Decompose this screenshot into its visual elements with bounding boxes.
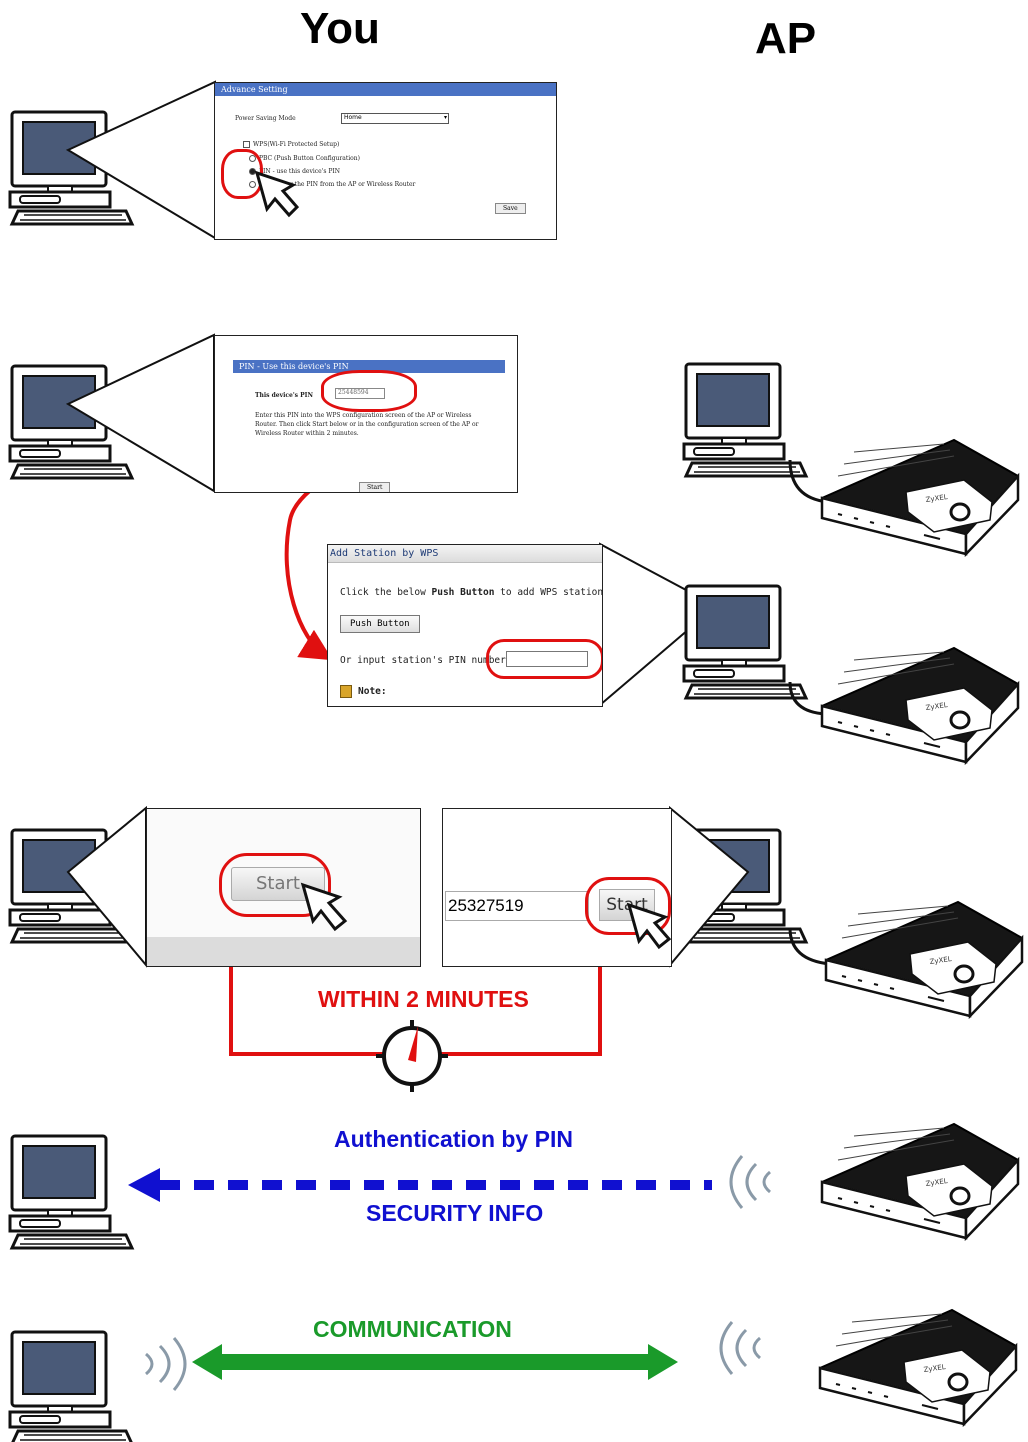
note-label: Note: xyxy=(358,686,387,697)
router-icon xyxy=(820,646,1020,764)
highlight-ring xyxy=(219,853,331,917)
panel-title: PIN - Use this device's PIN xyxy=(233,360,505,373)
authentication-caption: Authentication by PIN xyxy=(334,1126,573,1152)
ap-start-zoom-panel: 25327519 Start xyxy=(442,808,672,967)
push-button[interactable]: Push Button xyxy=(340,615,420,633)
start-button[interactable]: Start xyxy=(359,482,391,492)
note-row: Note: xyxy=(340,685,387,698)
computer-icon xyxy=(682,362,808,478)
you-start-zoom-panel: Start xyxy=(146,808,421,967)
instruction-line-1: Enter this PIN into the WPS configuratio… xyxy=(255,412,472,419)
computer-icon xyxy=(8,1330,134,1442)
other-pin-label: PIN - enter the PIN from the AP or Wirel… xyxy=(259,181,416,188)
router-icon xyxy=(818,1308,1018,1426)
instruction-line-3: Wireless Router within 2 minutes. xyxy=(255,430,359,437)
highlight-ring xyxy=(486,639,602,679)
cursor-icon xyxy=(254,170,300,218)
pin-label: PIN - use this device's PIN xyxy=(259,168,340,175)
pin-prompt: Or input station's PIN number: xyxy=(340,655,512,666)
pbc-label: PBC (Push Button Configuration) xyxy=(259,155,360,162)
device-pin-label: This device's PIN xyxy=(255,392,313,399)
communication-caption: COMMUNICATION xyxy=(313,1316,512,1342)
cursor-icon xyxy=(626,902,671,950)
communication-arrow xyxy=(192,1344,678,1380)
highlight-ring xyxy=(321,370,417,412)
advance-setting-panel: Advance Setting Power Saving Mode Home ▾… xyxy=(214,82,557,240)
wireless-signal-icon xyxy=(144,1336,187,1392)
highlight-ring xyxy=(585,877,671,935)
push-button-instruction: Click the below Push Button to add WPS s… xyxy=(340,587,603,598)
router-icon xyxy=(824,900,1024,1018)
note-icon xyxy=(340,685,352,698)
wireless-signal-icon xyxy=(729,1154,772,1210)
computer-icon xyxy=(8,1134,134,1250)
save-button[interactable]: Save xyxy=(495,203,526,214)
power-saving-select[interactable]: Home ▾ xyxy=(341,113,449,124)
power-saving-value: Home xyxy=(344,114,362,121)
device-pin-panel: PIN - Use this device's PIN This device'… xyxy=(214,335,518,493)
security-info-caption: SECURITY INFO xyxy=(366,1200,544,1226)
wps-label: WPS(Wi-Fi Protected Setup) xyxy=(253,141,340,148)
ap-pin-field[interactable]: 25327519 xyxy=(445,891,589,921)
stopwatch-icon xyxy=(376,1020,448,1092)
you-header: You xyxy=(300,4,380,53)
wps-checkbox[interactable] xyxy=(243,141,250,148)
panel-title: Add Station by WPS xyxy=(328,545,602,563)
power-saving-label: Power Saving Mode xyxy=(235,115,296,122)
timer-caption: WITHIN 2 MINUTES xyxy=(318,986,529,1012)
panel-footer xyxy=(147,937,420,966)
panel-title: Advance Setting xyxy=(215,83,556,96)
cursor-icon xyxy=(300,882,348,932)
pbc-radio-row[interactable]: PBC (Push Button Configuration) xyxy=(249,155,360,162)
router-icon xyxy=(820,1122,1020,1240)
add-station-wps-panel: Add Station by WPS Click the below Push … xyxy=(327,544,603,707)
ap-header: AP xyxy=(755,14,817,63)
router-icon xyxy=(820,438,1020,556)
instruction-line-2: Router. Then click Start below or in the… xyxy=(255,421,479,428)
wireless-signal-icon xyxy=(719,1320,762,1376)
station-pin-input[interactable] xyxy=(506,651,588,667)
chevron-down-icon: ▾ xyxy=(443,114,447,121)
wps-checkbox-row[interactable]: WPS(Wi-Fi Protected Setup) xyxy=(243,141,339,148)
computer-icon xyxy=(682,584,808,700)
